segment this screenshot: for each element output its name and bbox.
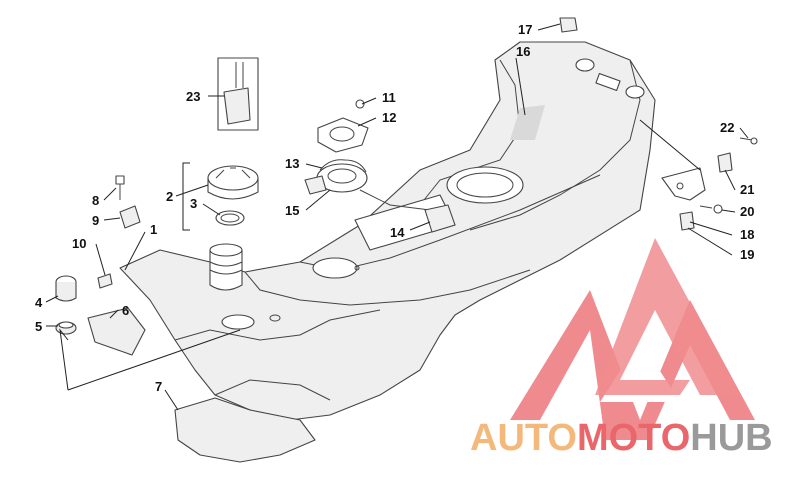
callout-labels: 1 2 3 4 5 6 7 8 9 10 11 12 13 14 15 16 1… bbox=[35, 22, 754, 394]
washer-5 bbox=[55, 321, 77, 335]
watermark-auto: AUTO bbox=[470, 417, 577, 459]
callout-21: 21 bbox=[740, 182, 754, 197]
watermark-moto: MOTO bbox=[577, 417, 690, 459]
part-23-inset bbox=[217, 57, 259, 131]
callout-23: 23 bbox=[186, 89, 200, 104]
callout-9: 9 bbox=[92, 213, 99, 228]
logo-mark bbox=[595, 238, 740, 395]
callout-5: 5 bbox=[35, 319, 42, 334]
callout-20: 20 bbox=[740, 204, 754, 219]
fuel-gauge-sender bbox=[424, 204, 456, 233]
fuel-cap bbox=[207, 165, 259, 200]
screw-11-head bbox=[355, 99, 365, 109]
screw-20 bbox=[699, 204, 723, 214]
rubber-strip bbox=[679, 211, 695, 231]
bushing bbox=[119, 205, 141, 229]
screw-22 bbox=[739, 137, 758, 145]
pump-flange-gasket bbox=[317, 117, 369, 153]
watermark-hub: HUB bbox=[690, 417, 772, 459]
watermark-logo bbox=[510, 238, 755, 440]
screw-8 bbox=[115, 175, 125, 200]
callout-11: 11 bbox=[382, 90, 396, 105]
callout-10: 10 bbox=[72, 236, 86, 251]
callout-3: 3 bbox=[190, 196, 197, 211]
callout-15: 15 bbox=[285, 203, 299, 218]
callout-8: 8 bbox=[92, 193, 99, 208]
clip bbox=[717, 152, 733, 173]
callout-7: 7 bbox=[155, 379, 162, 394]
callout-2: 2 bbox=[166, 189, 173, 204]
callout-13: 13 bbox=[285, 156, 299, 171]
callout-16: 16 bbox=[516, 44, 530, 59]
callout-19: 19 bbox=[740, 247, 754, 262]
callout-18: 18 bbox=[740, 227, 754, 242]
cap-gasket bbox=[215, 210, 245, 226]
callout-1: 1 bbox=[150, 222, 157, 237]
callout-22: 22 bbox=[720, 120, 734, 135]
vent-cap bbox=[559, 17, 578, 33]
connector-10 bbox=[97, 273, 113, 289]
callout-12: 12 bbox=[382, 110, 396, 125]
watermark-text: AUTOMOTOHUB bbox=[470, 417, 773, 459]
callout-17: 17 bbox=[518, 22, 532, 37]
heat-shield bbox=[174, 397, 316, 463]
callout-4: 4 bbox=[35, 295, 43, 310]
plug-4 bbox=[55, 275, 77, 302]
filler-neck bbox=[209, 243, 243, 291]
leader-lines bbox=[45, 23, 749, 411]
tank-bracket bbox=[661, 167, 706, 201]
callout-14: 14 bbox=[390, 225, 405, 240]
rubber-pad bbox=[87, 307, 146, 356]
callout-6: 6 bbox=[122, 303, 129, 318]
